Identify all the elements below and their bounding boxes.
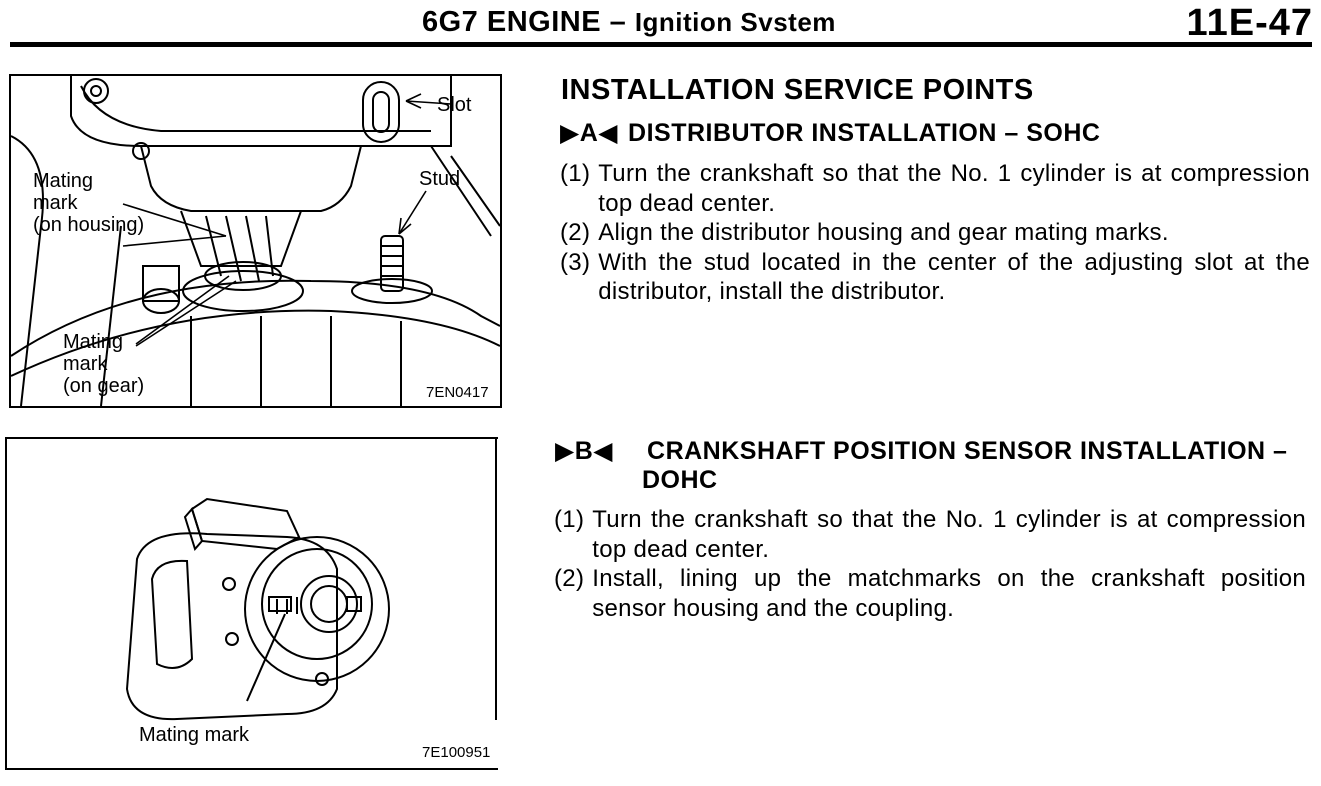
- label-stud: Stud: [419, 168, 461, 190]
- label-mating-gear-line2: mark: [63, 353, 108, 375]
- section-title: INSTALLATION SERVICE POINTS: [561, 74, 1034, 106]
- header-rule: [10, 42, 1312, 47]
- label-mating-housing-line1: Mating: [33, 170, 94, 192]
- crank-sensor-illustration: [125, 497, 390, 721]
- figure-crank-sensor: Mating mark 7E100951: [5, 437, 498, 770]
- list-item: (2) Align the distributor housing and ge…: [560, 219, 1169, 246]
- section-b-heading-line2: DOHC: [642, 466, 718, 494]
- header-system: Ignition Svstem: [634, 7, 836, 37]
- distributor-illustration: [11, 76, 500, 406]
- label-mating-gear-line3: (on gear): [63, 375, 145, 397]
- section-b-marker: ▶B◀: [555, 437, 614, 465]
- page-number: 11E-47: [1186, 2, 1313, 44]
- section-b-heading: ▶B◀ CRANKSHAFT POSITION SENSOR INSTALLATI…: [555, 436, 1287, 466]
- section-a-heading: ▶A◀ DISTRIBUTOR INSTALLATION – SOHC: [560, 118, 1100, 148]
- label-mating-mark: Mating mark: [139, 724, 250, 746]
- list-item: (1) Turn the crankshaft so that the No. …: [554, 506, 1306, 563]
- list-item: (1) Turn the crankshaft so that the No. …: [560, 160, 1310, 217]
- section-a-heading-text: DISTRIBUTOR INSTALLATION – SOHC: [628, 119, 1101, 147]
- section-b-heading-line1: CRANKSHAFT POSITION SENSOR INSTALLATION …: [647, 437, 1288, 465]
- list-item: (3) With the stud located in the center …: [560, 248, 1310, 306]
- label-mating-gear-line1: Mating: [63, 331, 124, 353]
- figure1-code: 7EN0417: [426, 384, 489, 401]
- section-a-steps: (1) Turn the crankshaft so that the No. …: [560, 159, 1310, 307]
- label-mating-housing-line3: (on housing): [33, 214, 145, 236]
- list-item: (2) Install, lining up the matchmarks on…: [554, 565, 1306, 622]
- figure2-code: 7E100951: [422, 744, 491, 761]
- figure2-right-border: [495, 437, 497, 720]
- section-b-steps: (1) Turn the crankshaft so that the No. …: [554, 505, 1306, 623]
- header-engine: 6G7 ENGINE –: [422, 6, 627, 38]
- label-mating-housing-line2: mark: [33, 192, 78, 214]
- section-a-marker: ▶A◀: [560, 119, 619, 147]
- label-slot: Slot: [437, 94, 472, 116]
- page-header-title: 6G7 ENGINE – Ignition Svstem: [422, 6, 836, 39]
- figure-distributor: Slot Stud Mating mark (on housing) Matin…: [9, 74, 502, 408]
